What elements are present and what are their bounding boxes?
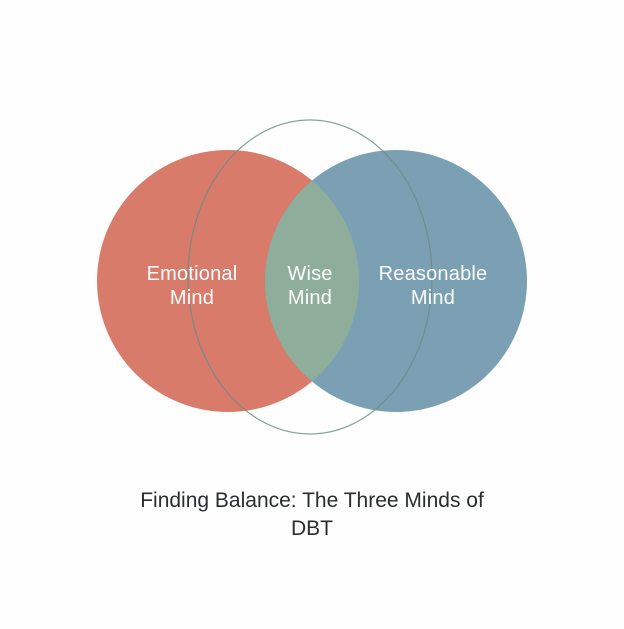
wise-mind-label-line2: Mind — [288, 287, 332, 309]
reasonable-mind-label-line2: Mind — [411, 287, 455, 309]
emotional-mind-label-line1: Emotional — [147, 263, 238, 285]
diagram-caption: Finding Balance: The Three Minds of DBT — [140, 489, 484, 541]
wise-mind-label-line1: Wise — [287, 263, 332, 285]
wise-mind-outline-circle — [187, 119, 433, 435]
reasonable-mind-label-line1: Reasonable — [379, 263, 488, 285]
wise-mind-overlap — [265, 150, 359, 412]
emotional-mind-label-line2: Mind — [170, 287, 214, 309]
